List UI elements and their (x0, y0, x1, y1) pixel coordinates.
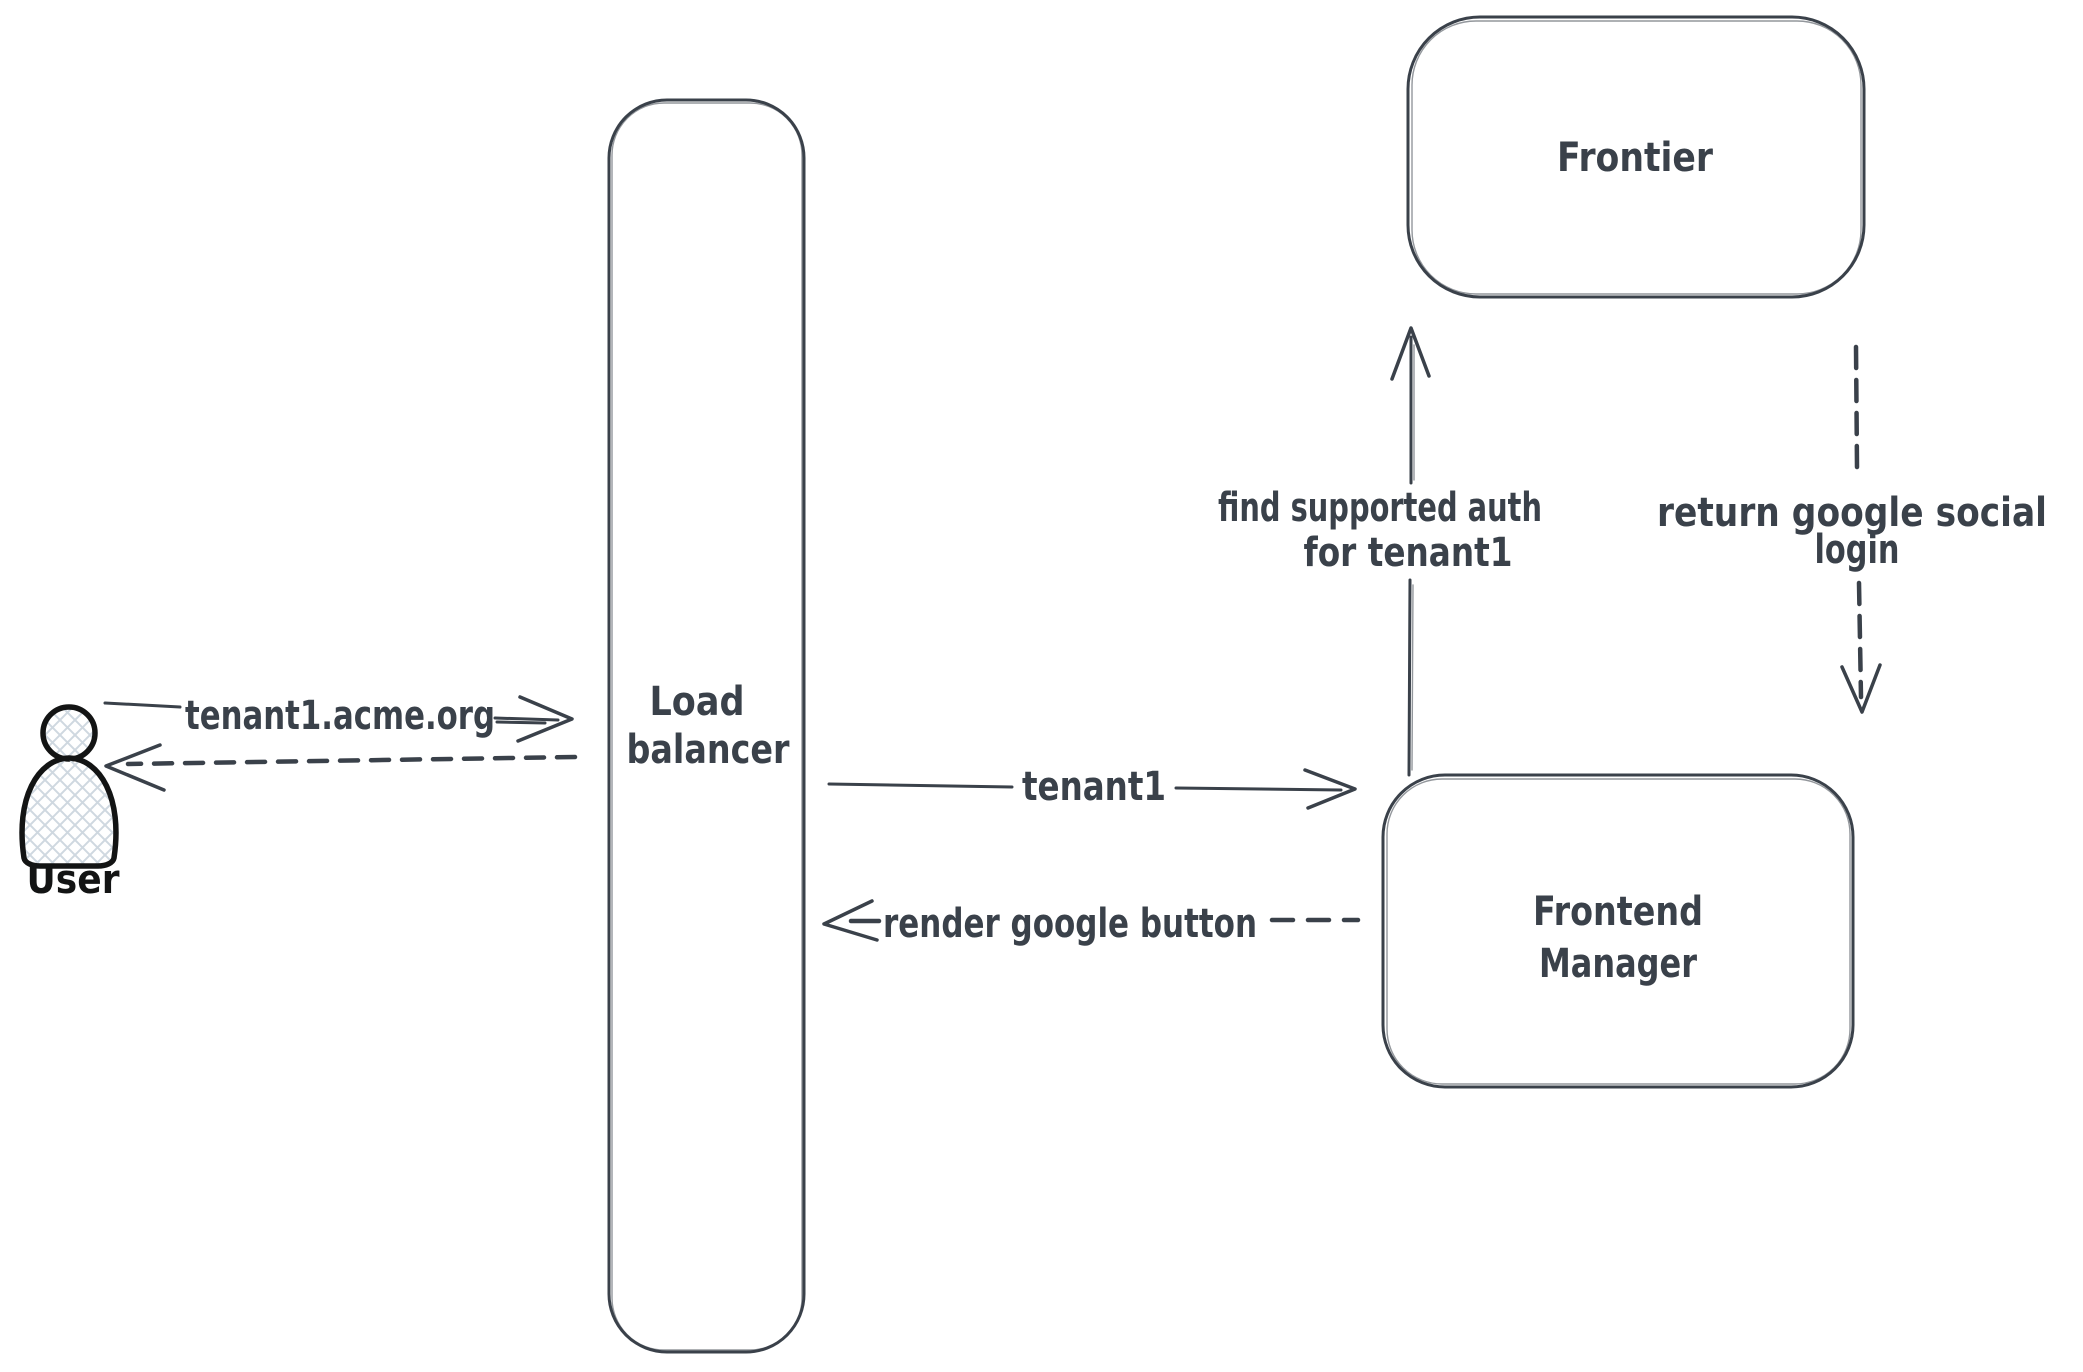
frontend-manager-box-overdraw (1386, 778, 1851, 1085)
load-balancer-node: Load balancer (607, 98, 806, 1354)
edge-frontendmanager-to-frontier-line-bottom (1407, 578, 1412, 777)
edge-frontendmanager-to-loadbalancer: render google button (822, 899, 1361, 947)
edge-loadbalancer-to-frontendmanager-label: tenant1 (1022, 764, 1166, 810)
edge-frontendmanager-to-frontier-overdraw (1411, 344, 1415, 771)
edge-user-to-loadbalancer-label: tenant1.acme.org (185, 693, 495, 739)
edge-frontier-to-frontendmanager-dash-top (1853, 344, 1860, 470)
edge-user-to-loadbalancer-line-right (493, 716, 560, 725)
edge-loadbalancer-to-frontendmanager-line-left (827, 782, 1014, 789)
edge-frontendmanager-to-frontier: find supported auth for tenant1 (1218, 326, 1542, 777)
edge-loadbalancer-to-frontendmanager-line-right (1174, 786, 1343, 792)
person-head (40, 704, 98, 762)
edge-frontendmanager-to-frontier-label-line1: find supported auth (1218, 485, 1542, 531)
edge-loadbalancer-to-user-arrowhead (104, 743, 166, 792)
edge-frontier-to-frontendmanager-arrowhead (1840, 663, 1882, 714)
person-icon (19, 704, 119, 869)
edge-frontier-to-frontendmanager-label-line2: login (1815, 527, 1900, 573)
edge-loadbalancer-to-frontendmanager: tenant1 (827, 764, 1357, 810)
frontier-box (1406, 15, 1866, 299)
edge-loadbalancer-to-user (104, 743, 578, 792)
frontier-node: Frontier (1406, 15, 1866, 299)
edge-frontier-to-frontendmanager: return google social login (1657, 344, 2047, 714)
person-body (19, 755, 119, 869)
frontend-manager-node: Frontend Manager (1381, 773, 1855, 1089)
load-balancer-box (607, 98, 806, 1354)
frontend-manager-label-line1: Frontend (1533, 889, 1703, 935)
edge-frontier-to-frontendmanager-dash-bottom (1856, 580, 1864, 700)
edge-frontendmanager-to-frontier-arrowhead (1390, 326, 1431, 381)
edge-user-to-loadbalancer-arrowhead (516, 695, 574, 743)
load-balancer-box-overdraw (611, 102, 803, 1351)
frontend-manager-box (1381, 773, 1855, 1089)
edge-frontendmanager-to-loadbalancer-label: render google button (883, 901, 1257, 947)
edge-user-to-loadbalancer-line-left (103, 701, 182, 709)
frontier-box-overdraw (1411, 20, 1862, 295)
edge-loadbalancer-to-frontendmanager-arrowhead (1303, 768, 1357, 810)
edge-frontier-to-frontendmanager-label-line1: return google social (1657, 490, 2047, 536)
edge-frontendmanager-to-loadbalancer-arrowhead (822, 899, 879, 942)
edge-loadbalancer-to-user-line (125, 754, 578, 767)
frontier-label: Frontier (1557, 135, 1713, 181)
edge-frontendmanager-to-frontier-label-line2: for tenant1 (1304, 530, 1513, 576)
user-label: User (27, 857, 120, 903)
frontend-manager-label-line2: Manager (1539, 941, 1697, 987)
edge-user-to-loadbalancer: tenant1.acme.org (103, 693, 574, 743)
load-balancer-label-line1: Load (650, 679, 745, 725)
load-balancer-label-line2: balancer (627, 727, 790, 773)
user-node: User (19, 704, 120, 903)
